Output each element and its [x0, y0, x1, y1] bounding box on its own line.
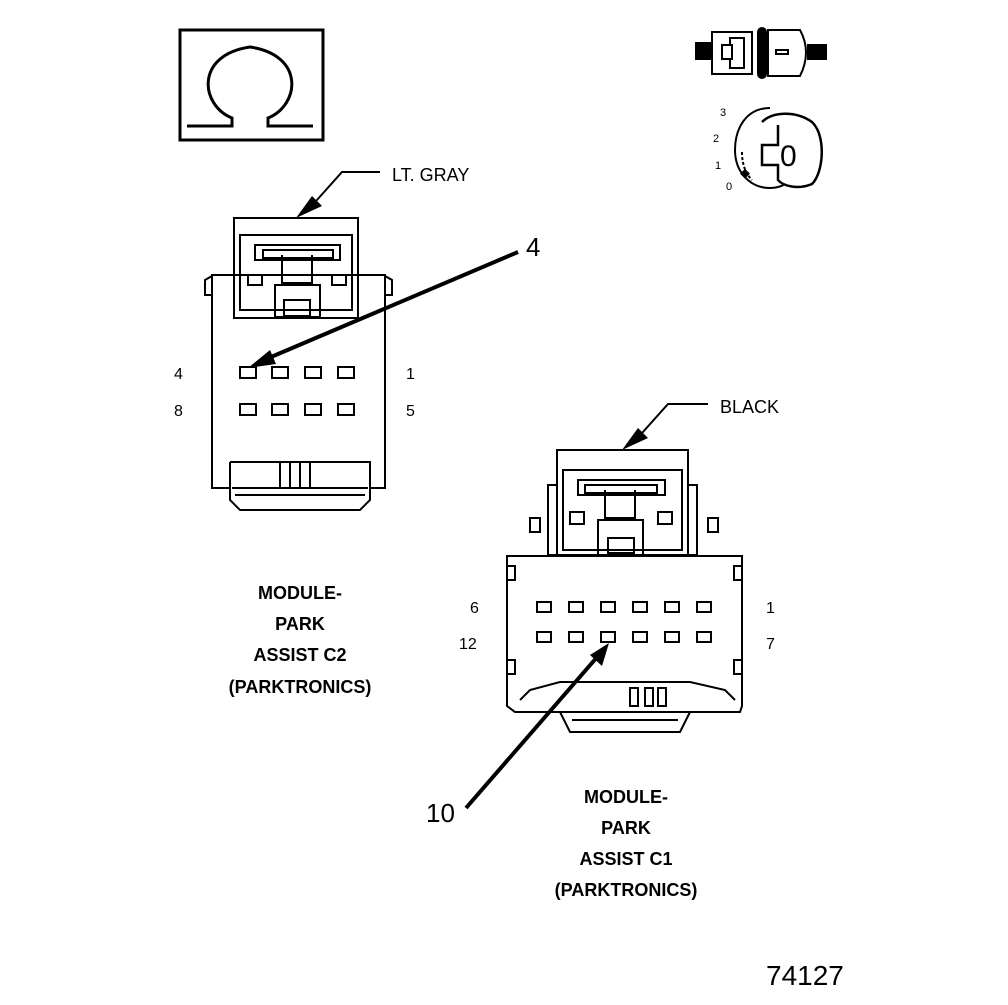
connector-c1: [506, 449, 743, 733]
c2-pin-label-bottom-left: 8: [174, 403, 183, 420]
c2-title: MODULE- PARK ASSIST C2 (PARKTRONICS): [229, 583, 372, 697]
connector-c2: [204, 217, 393, 511]
c1-pin-label-top-right: 1: [766, 600, 775, 617]
c1-title: MODULE- PARK ASSIST C1 (PARKTRONICS): [555, 787, 698, 900]
c2-color-leader: [296, 171, 380, 218]
c1-callout-number: 10: [426, 798, 455, 828]
c1-color-leader: [622, 403, 708, 450]
c2-pin-label-top-right: 1: [406, 366, 415, 383]
c2-color-label: LT. GRAY: [392, 165, 469, 185]
c2-callout-arrow: [248, 250, 519, 368]
c2-title-line-1: MODULE-: [258, 583, 342, 603]
c2-title-line-4: (PARKTRONICS): [229, 677, 372, 697]
c1-callout-arrow: [464, 643, 609, 810]
c1-title-line-3: ASSIST C1: [579, 849, 672, 869]
ignition-key-icon: 3 2 1 0 0: [713, 107, 823, 193]
key-position-0: 0: [726, 181, 732, 193]
key-position-1: 1: [715, 160, 721, 172]
c2-pin-label-top-left: 4: [174, 366, 183, 383]
c1-title-line-4: (PARKTRONICS): [555, 880, 698, 900]
key-current-position: 0: [780, 140, 797, 173]
c1-title-line-1: MODULE-: [584, 787, 668, 807]
c1-color-label: BLACK: [720, 397, 779, 417]
key-position-2: 2: [713, 133, 719, 145]
c2-title-line-2: PARK: [275, 614, 325, 634]
c2-pin-label-bottom-right: 5: [406, 403, 415, 420]
test-probe-icon: [695, 27, 827, 79]
c1-pin-label-top-left: 6: [470, 600, 479, 617]
ohmmeter-icon: [178, 28, 325, 142]
c2-callout-number: 4: [526, 232, 540, 262]
c1-pin-label-bottom-right: 7: [766, 636, 775, 653]
c2-title-line-3: ASSIST C2: [253, 645, 346, 665]
c1-title-line-2: PARK: [601, 818, 651, 838]
figure-number: 74127: [766, 960, 844, 991]
key-position-3: 3: [720, 107, 726, 119]
c1-pin-label-bottom-left: 12: [459, 636, 477, 653]
